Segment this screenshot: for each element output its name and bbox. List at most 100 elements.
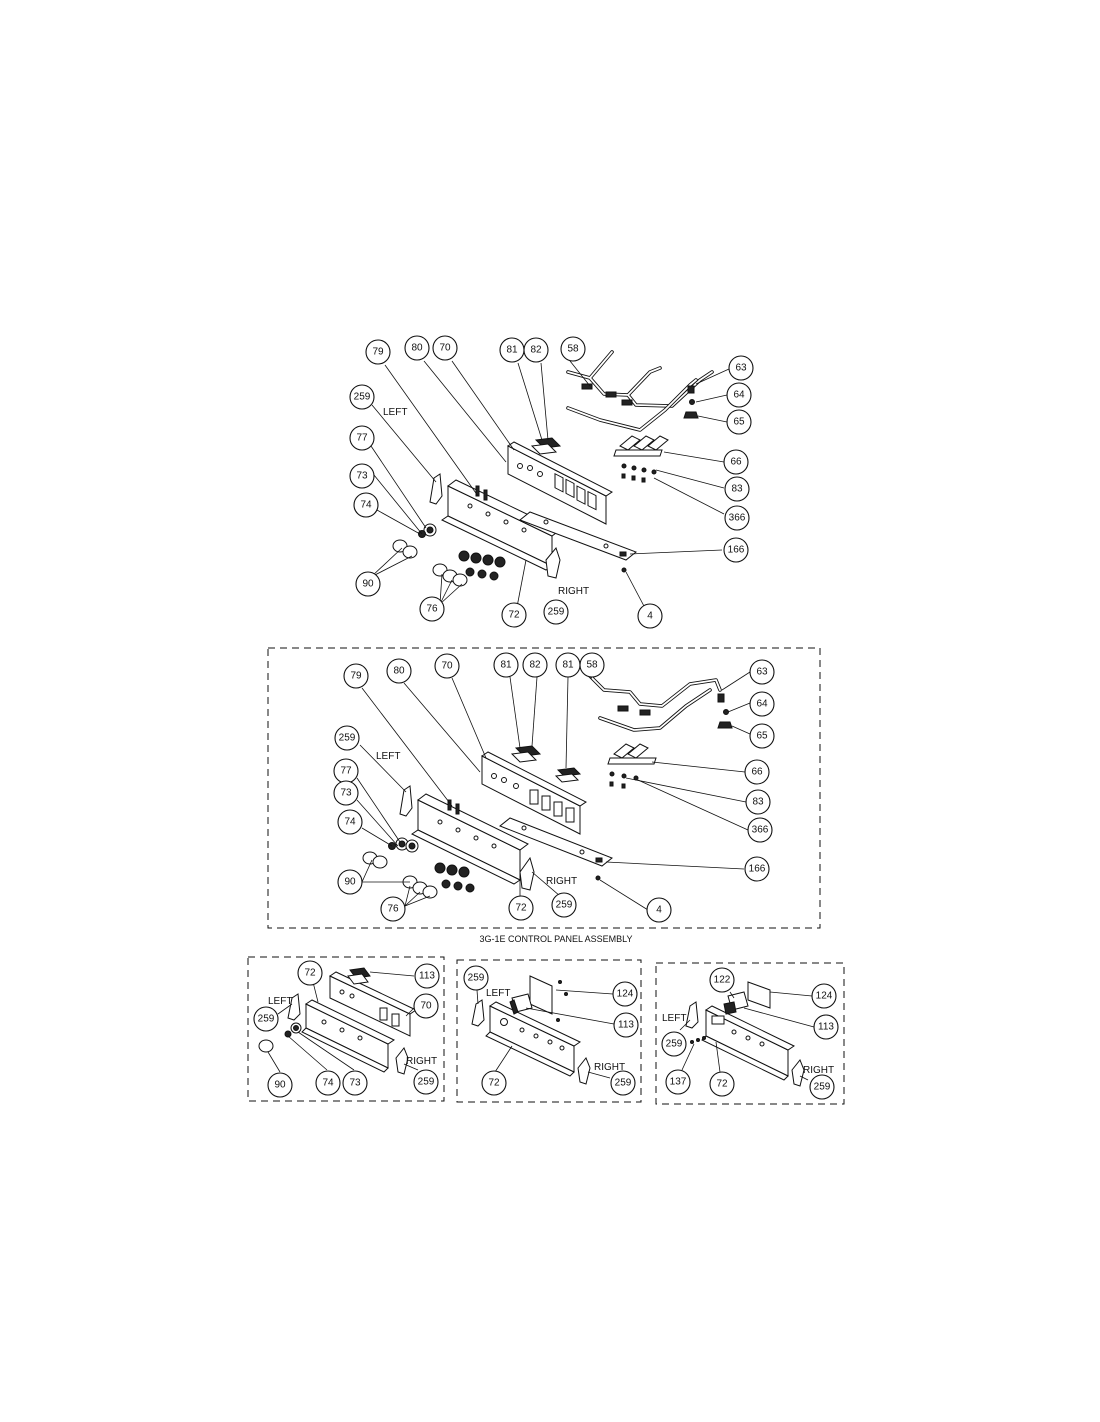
gas-valves	[613, 435, 669, 483]
svg-text:90: 90	[344, 877, 356, 888]
svg-text:72: 72	[304, 968, 316, 979]
callout: 70	[413, 993, 439, 1019]
svg-text:113: 113	[419, 971, 435, 982]
side-brackets	[685, 1001, 805, 1087]
svg-text:259: 259	[468, 973, 485, 984]
label-right: RIGHT	[546, 876, 577, 887]
display-bracket	[747, 981, 771, 1009]
callout: 90	[355, 571, 381, 597]
svg-text:80: 80	[393, 666, 405, 677]
svg-text:83: 83	[731, 484, 743, 495]
display-module	[509, 993, 533, 1015]
svg-text:80: 80	[411, 343, 423, 354]
callout: 366	[747, 817, 773, 843]
callout: 259	[543, 599, 569, 625]
callout: 74	[337, 809, 363, 835]
callout: 122	[709, 967, 735, 993]
assembly-5-leaders	[679, 991, 815, 1081]
svg-text:65: 65	[733, 417, 745, 428]
callout: 80	[386, 658, 412, 684]
svg-text:366: 366	[752, 825, 769, 836]
callout: 81	[493, 652, 519, 678]
svg-text:79: 79	[350, 671, 362, 682]
svg-text:366: 366	[729, 513, 746, 524]
svg-text:82: 82	[530, 345, 542, 356]
callout: 74	[315, 1070, 341, 1096]
svg-text:70: 70	[441, 661, 453, 672]
callout: 124	[612, 981, 638, 1007]
svg-text:166: 166	[749, 864, 766, 875]
callout: 81	[499, 337, 525, 363]
svg-text:70: 70	[420, 1001, 432, 1012]
callout: 259	[463, 965, 489, 991]
assembly-1: LEFT RIGHT 79 80 70 81 82 58 63 64 65 25…	[349, 335, 754, 629]
callout: 83	[724, 476, 750, 502]
callout: 66	[723, 449, 749, 475]
callout: 166	[723, 537, 749, 563]
label-right: RIGHT	[406, 1056, 437, 1067]
front-control-panel	[485, 1001, 582, 1077]
callout: 73	[333, 780, 359, 806]
label-left: LEFT	[662, 1013, 686, 1024]
svg-text:259: 259	[339, 733, 356, 744]
svg-text:72: 72	[508, 610, 520, 621]
svg-text:113: 113	[618, 1020, 634, 1031]
label-right: RIGHT	[594, 1062, 625, 1073]
front-control-panel	[301, 999, 396, 1073]
callout: 81	[555, 652, 581, 678]
svg-text:74: 74	[360, 500, 372, 511]
gas-valves	[607, 743, 657, 789]
valve-fittings	[683, 385, 699, 419]
callout: 65	[726, 409, 752, 435]
callout: 80	[404, 335, 430, 361]
callout: 124	[811, 983, 837, 1009]
callout: 4	[646, 897, 672, 923]
bottom-strip	[519, 511, 637, 561]
callout: 77	[349, 425, 375, 451]
assembly-3: LEFT RIGHT 72 113 259 70 90 74 73 259	[247, 956, 445, 1102]
callout: 366	[724, 505, 750, 531]
svg-text:63: 63	[756, 667, 768, 678]
assembly-1-leaders	[370, 360, 730, 609]
callout: 79	[343, 663, 369, 689]
svg-text:259: 259	[814, 1082, 831, 1093]
svg-text:81: 81	[500, 660, 512, 671]
callout: 65	[749, 723, 775, 749]
callout: 73	[349, 463, 375, 489]
svg-text:64: 64	[733, 390, 745, 401]
svg-text:122: 122	[714, 975, 731, 986]
svg-text:79: 79	[372, 347, 384, 358]
svg-text:113: 113	[818, 1022, 834, 1033]
assembly-4-frame	[456, 959, 642, 1103]
callout: 79	[365, 339, 391, 365]
gas-manifold-pipe	[566, 350, 714, 432]
callout: 259	[413, 1069, 439, 1095]
svg-text:66: 66	[730, 457, 742, 468]
screws	[690, 1036, 706, 1044]
svg-text:72: 72	[515, 903, 527, 914]
callout: 74	[353, 492, 379, 518]
svg-text:72: 72	[488, 1078, 500, 1089]
callout: 72	[501, 602, 527, 628]
front-control-panel	[410, 793, 529, 885]
callout: 259	[610, 1070, 636, 1096]
svg-text:259: 259	[666, 1039, 683, 1050]
svg-text:90: 90	[274, 1080, 286, 1091]
callout: 137	[665, 1069, 691, 1095]
callout: 72	[297, 960, 323, 986]
assembly-5: LEFT RIGHT 122 124 113 259 137 72 259	[655, 962, 845, 1105]
callout: 76	[380, 896, 406, 922]
svg-text:72: 72	[716, 1079, 728, 1090]
svg-text:63: 63	[735, 363, 747, 374]
callout: 83	[745, 789, 771, 815]
svg-text:166: 166	[728, 545, 745, 556]
svg-text:66: 66	[751, 767, 763, 778]
callout: 82	[523, 337, 549, 363]
svg-text:58: 58	[567, 344, 579, 355]
callout: 259	[349, 384, 375, 410]
side-brackets	[399, 785, 535, 891]
assembly-caption: 3G-1E CONTROL PANEL ASSEMBLY	[479, 934, 632, 944]
callout: 259	[551, 892, 577, 918]
svg-text:124: 124	[617, 989, 634, 1000]
